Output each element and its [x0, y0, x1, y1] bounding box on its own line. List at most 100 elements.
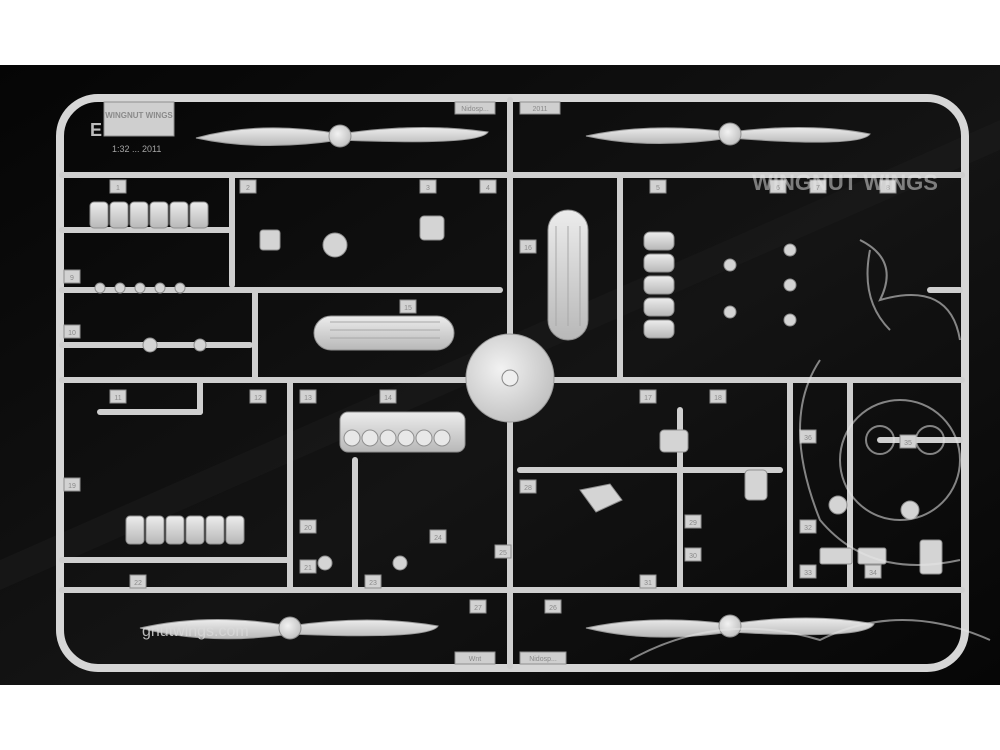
part-tab: 2 [239, 179, 257, 194]
part-number: 16 [524, 245, 532, 252]
part-tab: 33 [799, 564, 817, 579]
bottom-tags: Wnt Nidosp... [454, 651, 567, 665]
cylinder-column-right [643, 231, 675, 339]
part-tab: 23 [364, 574, 382, 589]
part-number: 20 [304, 525, 312, 532]
part-tab: 15 [399, 299, 417, 314]
part-tab: 8 [879, 179, 897, 194]
watermark-logo-text: WINGNUT WINGS [752, 170, 938, 195]
part-tab: 10 [63, 324, 81, 339]
part-tab: 36 [799, 429, 817, 444]
part-tab: 27 [469, 599, 487, 614]
part-number: 17 [644, 395, 652, 402]
watermark-logo: WINGNUT WINGS [752, 170, 938, 195]
part-number: 28 [524, 485, 532, 492]
part-number: 6 [776, 185, 780, 192]
small-parts [94, 215, 943, 575]
part-number: 5 [656, 185, 660, 192]
top-tag-1: Nidosp... [461, 106, 489, 113]
cylinder-row-bottom [125, 515, 245, 545]
oil-tank-horizontal [313, 315, 455, 351]
part-number: 15 [404, 305, 412, 312]
part-number: 35 [904, 440, 912, 447]
part-tab: 9 [63, 269, 81, 284]
top-tags: Nidosp... 2011 [454, 101, 561, 115]
watermark-crest [629, 239, 991, 661]
propeller-top-right [585, 122, 871, 146]
part-number: 22 [134, 580, 142, 587]
sprue-letter: E [90, 120, 102, 140]
propeller-bottom-right [585, 614, 875, 638]
part-number: 31 [644, 580, 652, 587]
part-tab: 7 [809, 179, 827, 194]
part-number: 19 [68, 483, 76, 490]
part-tab: 17 [639, 389, 657, 404]
part-tab: 29 [684, 514, 702, 529]
brand-logo-top: WINGNUT WINGS [105, 111, 173, 120]
part-number: 4 [486, 185, 490, 192]
part-tab: 20 [299, 519, 317, 534]
part-tab: 13 [299, 389, 317, 404]
part-number: 11 [114, 395, 121, 402]
sprue-logo: WINGNUT WINGS E 1:32 ... 2011 [90, 101, 175, 154]
part-number: 36 [804, 435, 812, 442]
part-tab: 1 [109, 179, 127, 194]
propeller-bottom-left [139, 616, 439, 640]
part-number: 24 [434, 535, 442, 542]
part-number: 25 [499, 550, 507, 557]
part-tab: 18 [709, 389, 727, 404]
part-tab: 5 [649, 179, 667, 194]
part-number: 7 [816, 185, 820, 192]
part-tab: 31 [639, 574, 657, 589]
part-number: 2 [246, 185, 250, 192]
sprue-text: 1:32 ... 2011 [112, 144, 161, 154]
part-number: 18 [714, 395, 722, 402]
part-number: 8 [886, 185, 890, 192]
part-number: 10 [68, 330, 76, 337]
part-tab: 14 [379, 389, 397, 404]
part-tab: 24 [429, 529, 447, 544]
part-tab: 16 [519, 239, 537, 254]
oil-tank-vertical [547, 209, 589, 341]
part-tab: 3 [419, 179, 437, 194]
part-number: 12 [254, 395, 262, 402]
part-number: 13 [304, 395, 312, 402]
part-tab: 12 [249, 389, 267, 404]
part-tab: 21 [299, 559, 317, 574]
engine-block-main [339, 411, 466, 453]
cylinder-row-top [89, 201, 209, 229]
part-number: 29 [689, 520, 697, 527]
part-tab: 28 [519, 479, 537, 494]
sprue-frame [56, 94, 969, 672]
top-tag-2: 2011 [532, 106, 547, 113]
part-tab: 35 [899, 434, 917, 449]
part-tab: 19 [63, 477, 81, 492]
part-number: 26 [549, 605, 557, 612]
part-number: 23 [369, 580, 377, 587]
part-number: 9 [70, 275, 74, 282]
part-tab: 4 [479, 179, 497, 194]
part-number: 3 [426, 185, 430, 192]
part-tab: 34 [864, 564, 882, 579]
part-number: 1 [116, 185, 120, 192]
part-tab: 26 [544, 599, 562, 614]
bottom-tag-right: Nidosp... [529, 656, 557, 663]
bottom-tag-left: Wnt [469, 656, 482, 663]
part-number: 30 [689, 553, 697, 560]
central-disc [465, 333, 555, 423]
part-tab: 22 [129, 574, 147, 589]
part-number: 14 [384, 395, 392, 402]
part-tab: 32 [799, 519, 817, 534]
part-tab: 11 [109, 389, 127, 404]
part-tab: 30 [684, 547, 702, 562]
propeller-top-left [195, 124, 489, 148]
part-tab: 6 [769, 179, 787, 194]
part-number: 27 [474, 605, 482, 612]
url-watermark: gnutwings.com [142, 623, 249, 640]
part-number: 34 [869, 570, 877, 577]
part-number: 21 [304, 565, 312, 572]
part-number: 32 [804, 525, 812, 532]
